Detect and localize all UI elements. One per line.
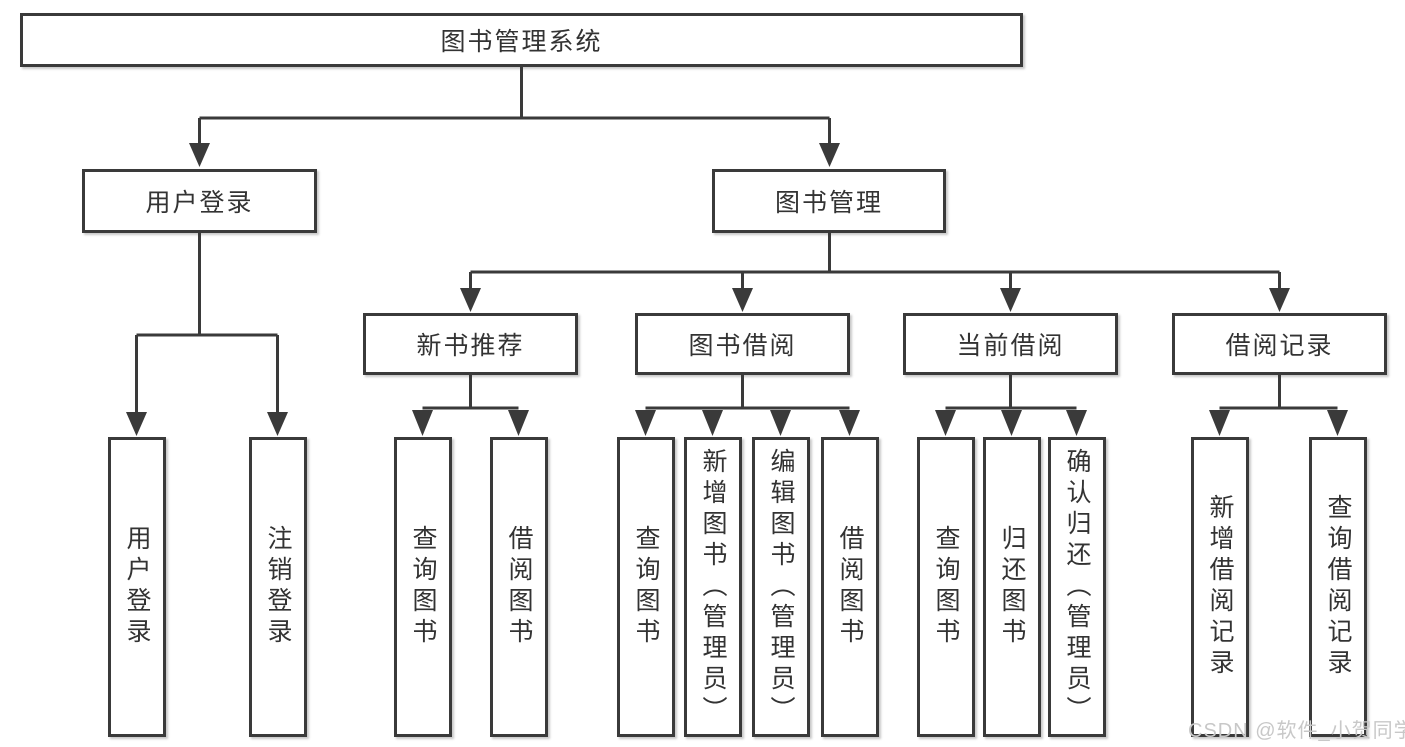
leaf-label: 查询图书 — [632, 525, 660, 649]
node-borrowing-records: 借阅记录 — [1172, 313, 1387, 375]
node-label: 图书借阅 — [688, 332, 797, 360]
node-label: 当前借阅 — [956, 332, 1065, 360]
node-label: 图书管理 — [774, 189, 883, 217]
leaf-user-login: 用户登录 — [107, 437, 166, 737]
leaf-logout-login: 注销登录 — [248, 437, 307, 737]
connector-path — [135, 67, 1338, 413]
leaf-label: 新增图书（管理员） — [699, 447, 727, 727]
leaf-label: 查询图书 — [932, 525, 960, 649]
leaf-borrowing-add-books-admin: 新增图书（管理员） — [683, 437, 742, 737]
node-current-borrowing: 当前借阅 — [903, 313, 1118, 375]
arrowheads — [126, 143, 1348, 436]
leaf-label: 编辑图书（管理员） — [767, 447, 795, 727]
node-user-login: 用户登录 — [82, 169, 317, 233]
leaf-records-query-borrow-record: 查询借阅记录 — [1308, 437, 1367, 737]
leaf-label: 借阅图书 — [836, 525, 864, 649]
leaf-label: 确认归还（管理员） — [1063, 447, 1091, 727]
node-book-management: 图书管理 — [712, 169, 946, 233]
leaf-current-query-books: 查询图书 — [916, 437, 975, 737]
leaf-label: 用户登录 — [123, 525, 151, 649]
node-book-borrowing: 图书借阅 — [635, 313, 850, 375]
node-new-book-recommendation: 新书推荐 — [363, 313, 578, 375]
node-label: 用户登录 — [145, 189, 254, 217]
leaf-records-add-borrow-record: 新增借阅记录 — [1190, 437, 1249, 737]
leaf-borrowing-borrow-books: 借阅图书 — [820, 437, 879, 737]
leaf-label: 借阅图书 — [505, 525, 533, 649]
node-label: 新书推荐 — [416, 332, 525, 360]
leaf-label: 注销登录 — [264, 525, 292, 649]
leaf-label: 查询借阅记录 — [1324, 494, 1352, 680]
leaf-borrowing-edit-books-admin: 编辑图书（管理员） — [751, 437, 810, 737]
leaf-label: 查询图书 — [409, 525, 437, 649]
leaf-current-confirm-return-admin: 确认归还（管理员） — [1047, 437, 1106, 737]
leaf-label: 新增借阅记录 — [1206, 494, 1234, 680]
leaf-recommend-query-books: 查询图书 — [393, 437, 452, 737]
csdn-watermark: CSDN @软件_小贺同学 — [1188, 720, 1405, 742]
node-library-management-system: 图书管理系统 — [20, 13, 1023, 67]
leaf-label: 归还图书 — [998, 525, 1026, 649]
node-label: 借阅记录 — [1225, 332, 1334, 360]
leaf-recommend-borrow-books: 借阅图书 — [489, 437, 548, 737]
node-label: 图书管理系统 — [440, 28, 603, 56]
leaf-borrowing-query-books: 查询图书 — [616, 437, 675, 737]
leaf-current-return-books: 归还图书 — [982, 437, 1041, 737]
